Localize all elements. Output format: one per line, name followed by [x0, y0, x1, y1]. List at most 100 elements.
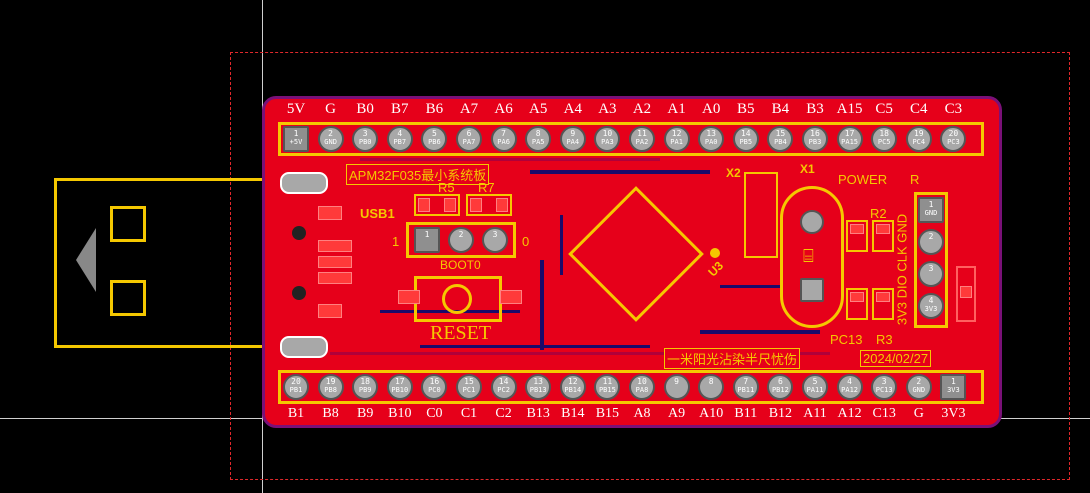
trace	[360, 158, 660, 161]
pc13-led-label: PC13	[830, 332, 863, 347]
top-pin-number: 18	[879, 129, 889, 138]
top-pin-name: PC3	[947, 138, 960, 146]
top-pin-name: PC4	[912, 138, 926, 146]
x1-designator: X1	[800, 162, 815, 176]
top-pin-name: PB7	[393, 138, 407, 146]
trace	[540, 260, 544, 350]
top-pin-number: 14	[740, 129, 751, 138]
x1-pin	[800, 278, 824, 302]
x1-crystal[interactable]	[780, 186, 844, 328]
boot-label-1: 1	[392, 234, 400, 249]
bottom-pin-label: A9	[668, 406, 686, 421]
swd-pin-2[interactable]: 2	[918, 229, 944, 255]
power-led[interactable]	[846, 220, 868, 252]
r7-resistor[interactable]	[466, 194, 512, 216]
bottom-pin-name: GND	[912, 386, 926, 394]
top-pin-1[interactable]: 1+5V	[283, 126, 309, 152]
top-pin-name: PB6	[428, 138, 441, 146]
top-pin-label: C5	[875, 101, 893, 117]
bottom-pin-9[interactable]: 9	[663, 374, 690, 400]
swd-pin-name: 3V3	[924, 305, 938, 313]
x2-crystal[interactable]	[744, 172, 778, 258]
led-pad	[850, 224, 864, 234]
boot-pin-number: 3	[492, 230, 498, 239]
bottom-pin-number: 4	[847, 377, 852, 386]
r8-resistor[interactable]	[956, 266, 976, 322]
boot-pin-1[interactable]: 1	[414, 227, 440, 253]
top-pin-number: 7	[501, 129, 506, 138]
r2-designator: R2	[870, 206, 887, 221]
boot-pin-3[interactable]: 3	[482, 227, 508, 253]
bottom-pin-header[interactable]	[278, 370, 984, 404]
trace	[720, 285, 780, 288]
top-pin-name: PC5	[877, 138, 891, 146]
top-pin-header[interactable]	[278, 122, 984, 156]
swd-header[interactable]	[914, 192, 948, 328]
r8-pad	[960, 286, 972, 298]
boot-jumper-header[interactable]	[406, 222, 516, 258]
bottom-pin-name: PB15	[598, 386, 616, 394]
bottom-pin-name: PC1	[462, 386, 476, 394]
top-pin-number: 8	[535, 129, 541, 138]
top-pin-label: B0	[356, 101, 374, 117]
r5-resistor[interactable]	[414, 194, 460, 216]
r3-resistor[interactable]	[872, 288, 894, 320]
bottom-pin-number: 7	[743, 377, 749, 386]
bottom-pin-number: 8	[708, 377, 714, 386]
top-pin-name: PB4	[774, 138, 787, 146]
trace	[330, 352, 830, 355]
bottom-pin-label: G	[913, 406, 924, 421]
boot-designator: BOOT0	[440, 258, 481, 272]
pc13-led[interactable]	[846, 288, 868, 320]
boot-pin-2[interactable]: 2	[448, 227, 474, 253]
swd-pin-number: 4	[928, 296, 934, 305]
bottom-pin-number: 10	[637, 377, 647, 386]
r2-resistor[interactable]	[872, 220, 894, 252]
swd-pin-3[interactable]: 3	[918, 261, 944, 287]
top-pin-label: B5	[737, 101, 755, 117]
bottom-pin-name: PC0	[428, 386, 441, 394]
top-pin-label: B4	[771, 101, 790, 117]
boot-pin-number: 1	[424, 230, 430, 239]
bottom-pin-8[interactable]: 8	[698, 374, 725, 400]
